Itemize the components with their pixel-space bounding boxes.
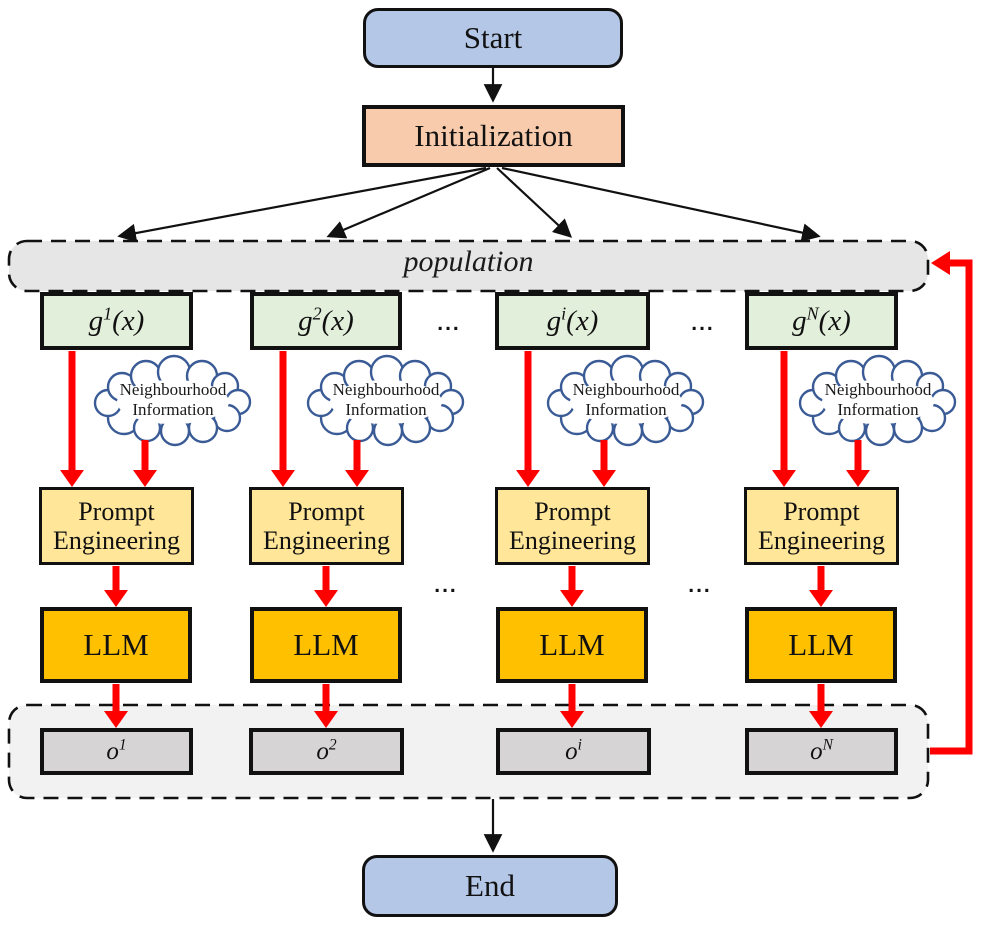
g3-node: gi(x): [495, 292, 650, 350]
red-arrow-cloud2-to-prompt: [345, 440, 369, 487]
output-container: [7, 703, 930, 800]
red-arrow-prompt1-to-llm: [104, 566, 128, 607]
end-label: End: [465, 868, 515, 903]
llm-node-2: LLM: [250, 607, 402, 683]
start-node: Start: [363, 8, 623, 68]
red-arrow-cloud4-to-prompt: [846, 440, 870, 487]
end-node: End: [362, 855, 618, 917]
ellipsis-g-level-2: ...: [691, 312, 715, 335]
population-container: [7, 239, 930, 293]
llm-node-3: LLM: [496, 607, 648, 683]
population-label: population: [403, 245, 534, 278]
red-arrow-llm2-to-output: [314, 684, 338, 728]
output-node-4: oN: [745, 728, 898, 775]
llm-node-4: LLM: [745, 607, 897, 683]
ellipsis-llm-level-1: ...: [434, 574, 458, 597]
red-arrow-cloud1-to-prompt: [133, 440, 157, 487]
arrow-init-to-pop-3: [496, 167, 573, 238]
arrow-init-to-pop-2: [326, 166, 491, 239]
red-arrow-prompt4-to-llm: [809, 566, 833, 607]
red-arrows: [60, 251, 973, 755]
g1-node: g1(x): [40, 292, 193, 350]
red-arrow-llm1-to-output: [104, 684, 128, 728]
red-arrow-g2-to-prompt: [271, 351, 295, 487]
red-arrow-cloud3-to-prompt: [592, 440, 616, 487]
red-arrow-llm4-to-output: [809, 684, 833, 728]
g2-node: g2(x): [250, 292, 402, 350]
red-arrow-prompt3-to-llm: [560, 566, 584, 607]
initialization-node: Initialization: [362, 105, 625, 167]
initialization-label: Initialization: [414, 118, 573, 153]
black-arrows: [117, 68, 821, 853]
red-arrow-g4-to-prompt: [772, 351, 796, 487]
red-arrow-g3-to-prompt: [516, 351, 540, 487]
arrow-init-to-pop-4: [501, 166, 821, 242]
red-arrow-g1-to-prompt: [60, 351, 84, 487]
g4-node: gN(x): [745, 292, 898, 350]
llm-node-1: LLM: [40, 607, 192, 683]
arrow-init-to-pop-1: [117, 166, 487, 243]
start-label: Start: [463, 20, 523, 55]
red-arrow-prompt2-to-llm: [314, 566, 338, 607]
output-node-3: oi: [496, 728, 651, 775]
output-node-2: o2: [249, 728, 404, 775]
red-feedback-arrow: [930, 251, 973, 755]
ellipsis-g-level-1: ...: [437, 312, 461, 335]
output-node-1: o1: [40, 728, 193, 775]
red-arrow-llm3-to-output: [560, 684, 584, 728]
ellipsis-llm-level-2: ...: [688, 574, 712, 597]
